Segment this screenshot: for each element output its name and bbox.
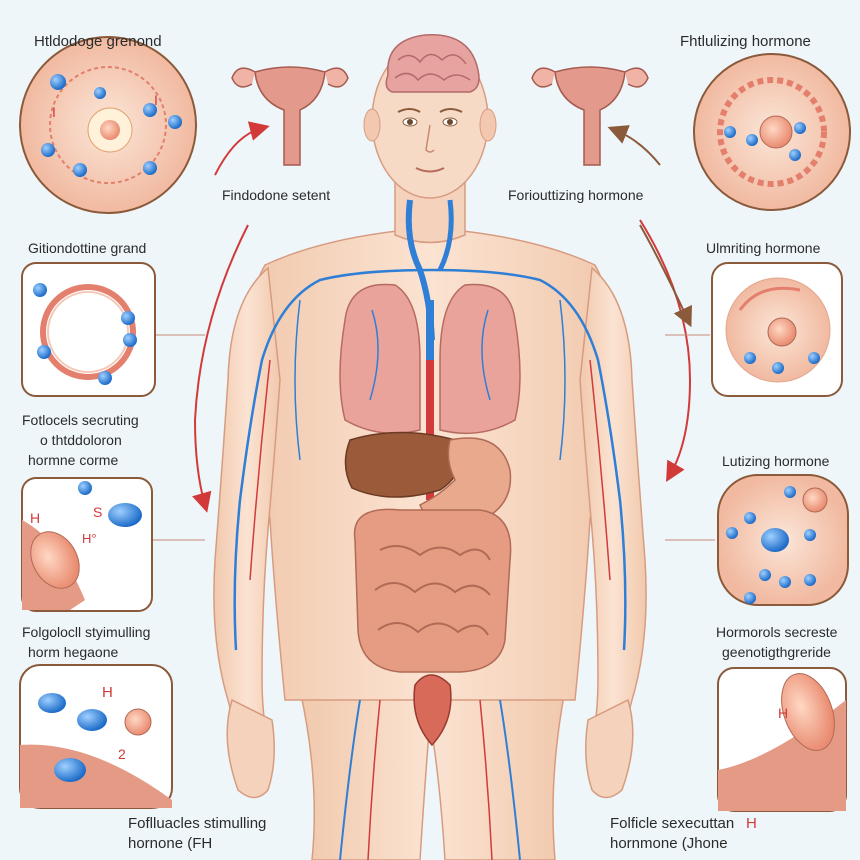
molecule-icon <box>794 122 806 134</box>
molecule-icon <box>759 569 771 581</box>
uterus-icon-right <box>531 66 649 166</box>
molecule-icon <box>746 134 758 146</box>
leader-lines <box>150 334 715 541</box>
label-left-3-line1: Fotlocels secruting <box>22 412 139 428</box>
liver-icon <box>344 431 461 498</box>
molecule-icon <box>37 345 51 359</box>
cell-mark-h2: H° <box>82 531 97 546</box>
bladder-icon <box>413 674 452 747</box>
arrow-icon <box>607 125 661 166</box>
label-bottom-left-line1: Foflluacles stimulling <box>128 815 267 832</box>
label-top-right: Fhtlulizing hormone <box>680 33 811 50</box>
molecule-icon <box>54 758 86 782</box>
cell-panel-top-left <box>19 36 197 214</box>
label-left-3-line2: o thtddoloron <box>40 432 122 448</box>
cell-mark-left: I <box>52 104 56 120</box>
cell-mark-h3: H <box>102 684 113 701</box>
arrow-icon <box>639 219 692 482</box>
molecule-icon <box>168 115 182 129</box>
molecule-icon <box>761 528 789 552</box>
molecule-icon <box>94 87 106 99</box>
molecule-icon <box>784 486 796 498</box>
label-right-3: Lutizing hormone <box>722 453 830 469</box>
label-right-2: Ulmriting hormone <box>706 240 821 256</box>
cell-mark-h4: H <box>778 705 789 721</box>
blood-vessels <box>233 199 627 860</box>
cell-panel-bottom-right <box>717 667 847 812</box>
label-top-left: Htldodoge grenond <box>34 33 162 50</box>
molecule-icon <box>143 161 157 175</box>
cell-panel-right-2 <box>711 262 843 397</box>
label-center-left: Findodone setent <box>222 187 331 203</box>
molecule-icon <box>804 529 816 541</box>
molecule-icon <box>744 592 756 604</box>
cell-mark-right: I <box>154 92 158 108</box>
label-bottom-right-line1: Folficle sexecuttan <box>610 815 735 832</box>
label-bottom-right-line2: hornmone (Jhone <box>610 835 728 852</box>
molecule-icon <box>744 512 756 524</box>
molecule-icon <box>724 126 736 138</box>
molecule-icon <box>789 149 801 161</box>
molecule-icon <box>772 362 784 374</box>
molecule-icon <box>779 576 791 588</box>
molecule-icon <box>73 163 87 177</box>
label-left-4-line1: Folgolocll styimulling <box>22 624 151 640</box>
molecule-icon <box>108 503 142 527</box>
molecule-icon <box>50 74 66 90</box>
label-left-3-line3: hormne corme <box>28 452 119 468</box>
intestine-icon <box>353 508 512 673</box>
molecule-icon <box>808 352 820 364</box>
molecule-icon <box>38 693 66 713</box>
molecule-icon <box>726 527 738 539</box>
flow-arrows <box>192 121 692 513</box>
arrow-icon <box>192 224 249 513</box>
cell-mark-h1: H <box>30 510 41 526</box>
molecule-icon <box>804 574 816 586</box>
molecule-icon <box>78 481 92 495</box>
cell-panel-top-right <box>693 53 851 211</box>
molecule-icon <box>123 333 137 347</box>
label-bottom-left-line2: hornone (FH <box>128 835 213 852</box>
lungs-icon <box>339 283 521 500</box>
arrow-icon <box>214 121 270 176</box>
uterus-icon-left <box>231 66 349 166</box>
label-center-right: Foriouttizing hormone <box>508 187 644 203</box>
label-bottom-right-mark: H <box>746 815 757 832</box>
molecule-icon <box>143 103 157 117</box>
molecule-icon <box>33 283 47 297</box>
cell-mark-2: 2 <box>118 746 126 762</box>
cell-mark-s: S <box>93 504 103 520</box>
molecule-icon <box>41 143 55 157</box>
cell-panel-left-3 <box>21 477 153 612</box>
molecule-icon <box>744 352 756 364</box>
cell-panel-left-2 <box>21 262 156 397</box>
brain-icon <box>385 34 480 93</box>
label-right-4-line1: Hormorols secreste <box>716 624 838 640</box>
label-left-4-line2: horm hegaone <box>28 644 119 660</box>
molecule-icon <box>121 311 135 325</box>
label-right-4-line2: geenotigthgreride <box>722 644 831 660</box>
molecule-icon <box>77 709 107 731</box>
molecule-icon <box>98 371 112 385</box>
arrow-icon <box>639 224 692 328</box>
cell-panel-right-3 <box>717 474 849 606</box>
cell-panel-bottom-left <box>19 664 173 809</box>
label-left-2: Gitiondottine grand <box>28 240 147 256</box>
